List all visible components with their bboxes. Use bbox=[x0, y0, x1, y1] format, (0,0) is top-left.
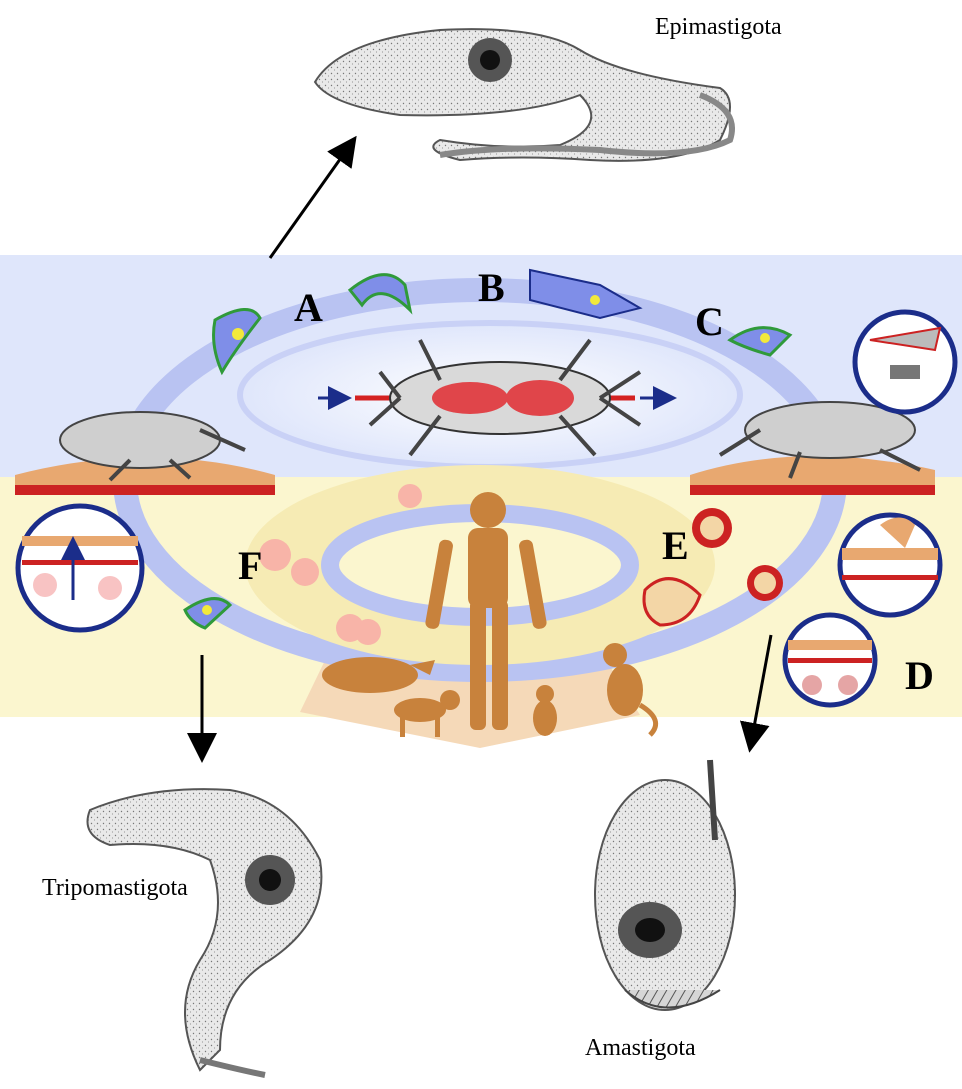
cycle-label-a: A bbox=[294, 284, 323, 331]
amastigote-drawing bbox=[595, 760, 735, 1010]
scratch-inset bbox=[840, 515, 940, 615]
invasion-inset bbox=[785, 615, 875, 705]
tripomastigota-label: Tripomastigota bbox=[42, 875, 188, 902]
cat-icon bbox=[533, 685, 557, 736]
epimastigota-label: Epimastigota bbox=[655, 14, 782, 41]
epimastigote-drawing bbox=[315, 29, 732, 161]
defecation-inset bbox=[855, 312, 955, 412]
epimastigote-pointer-arrow bbox=[270, 148, 348, 258]
cycle-label-b: B bbox=[478, 264, 505, 311]
cycle-label-d: D bbox=[905, 652, 934, 699]
cycle-label-f: F bbox=[238, 542, 262, 589]
tripomastigote-drawing bbox=[88, 789, 322, 1075]
cycle-label-c: C bbox=[695, 298, 724, 345]
cycle-label-e: E bbox=[662, 522, 689, 569]
bite-inset-left bbox=[18, 506, 142, 630]
amastigota-label: Amastigota bbox=[585, 1035, 696, 1062]
